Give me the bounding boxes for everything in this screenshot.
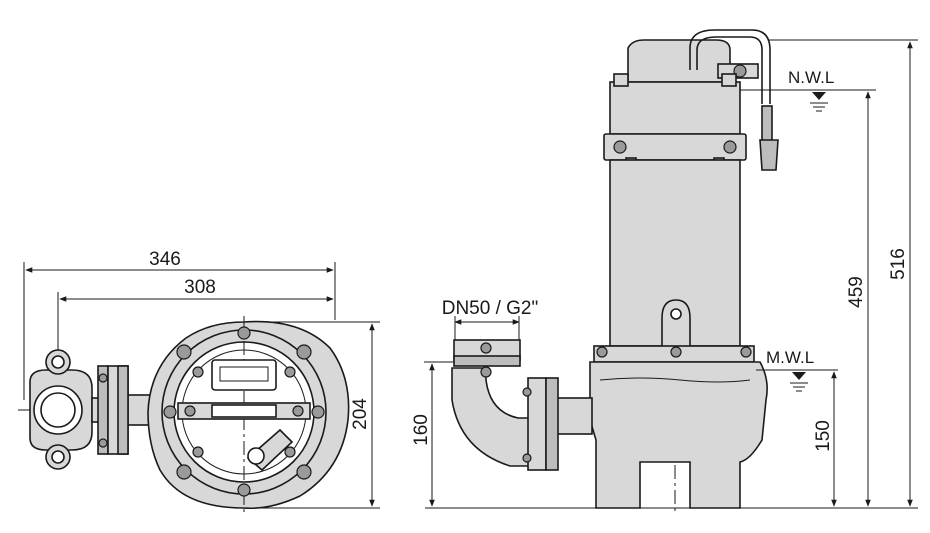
mwl-label: M.W.L [766, 348, 814, 367]
pipe-flange-top [97, 365, 129, 455]
casing-bolts [163, 326, 325, 497]
dim-308-label: 308 [184, 277, 216, 298]
dim-204-label: 204 [350, 398, 371, 430]
mwl-marker: M.W.L [756, 348, 838, 392]
dim-346-label: 346 [149, 249, 181, 270]
outlet-flange-top [29, 349, 107, 470]
pump-volute [589, 361, 768, 509]
side-view: DN50 / G2" 160 M.W.L 150 N.W.L 459 [411, 29, 918, 515]
dim-516-label: 516 [888, 248, 909, 280]
motor-housing [593, 29, 779, 363]
dim-459-label: 459 [846, 276, 867, 308]
nwl-marker: N.W.L [740, 68, 876, 112]
pump-casing-top [147, 316, 350, 516]
discharge-elbow [451, 339, 593, 471]
top-view: 346 308 204 [18, 249, 380, 516]
dim-150-label: 150 [813, 420, 834, 452]
nwl-label: N.W.L [788, 68, 834, 87]
dim-outlet-label: DN50 / G2" [442, 298, 539, 319]
dim-160-label: 160 [411, 414, 432, 446]
